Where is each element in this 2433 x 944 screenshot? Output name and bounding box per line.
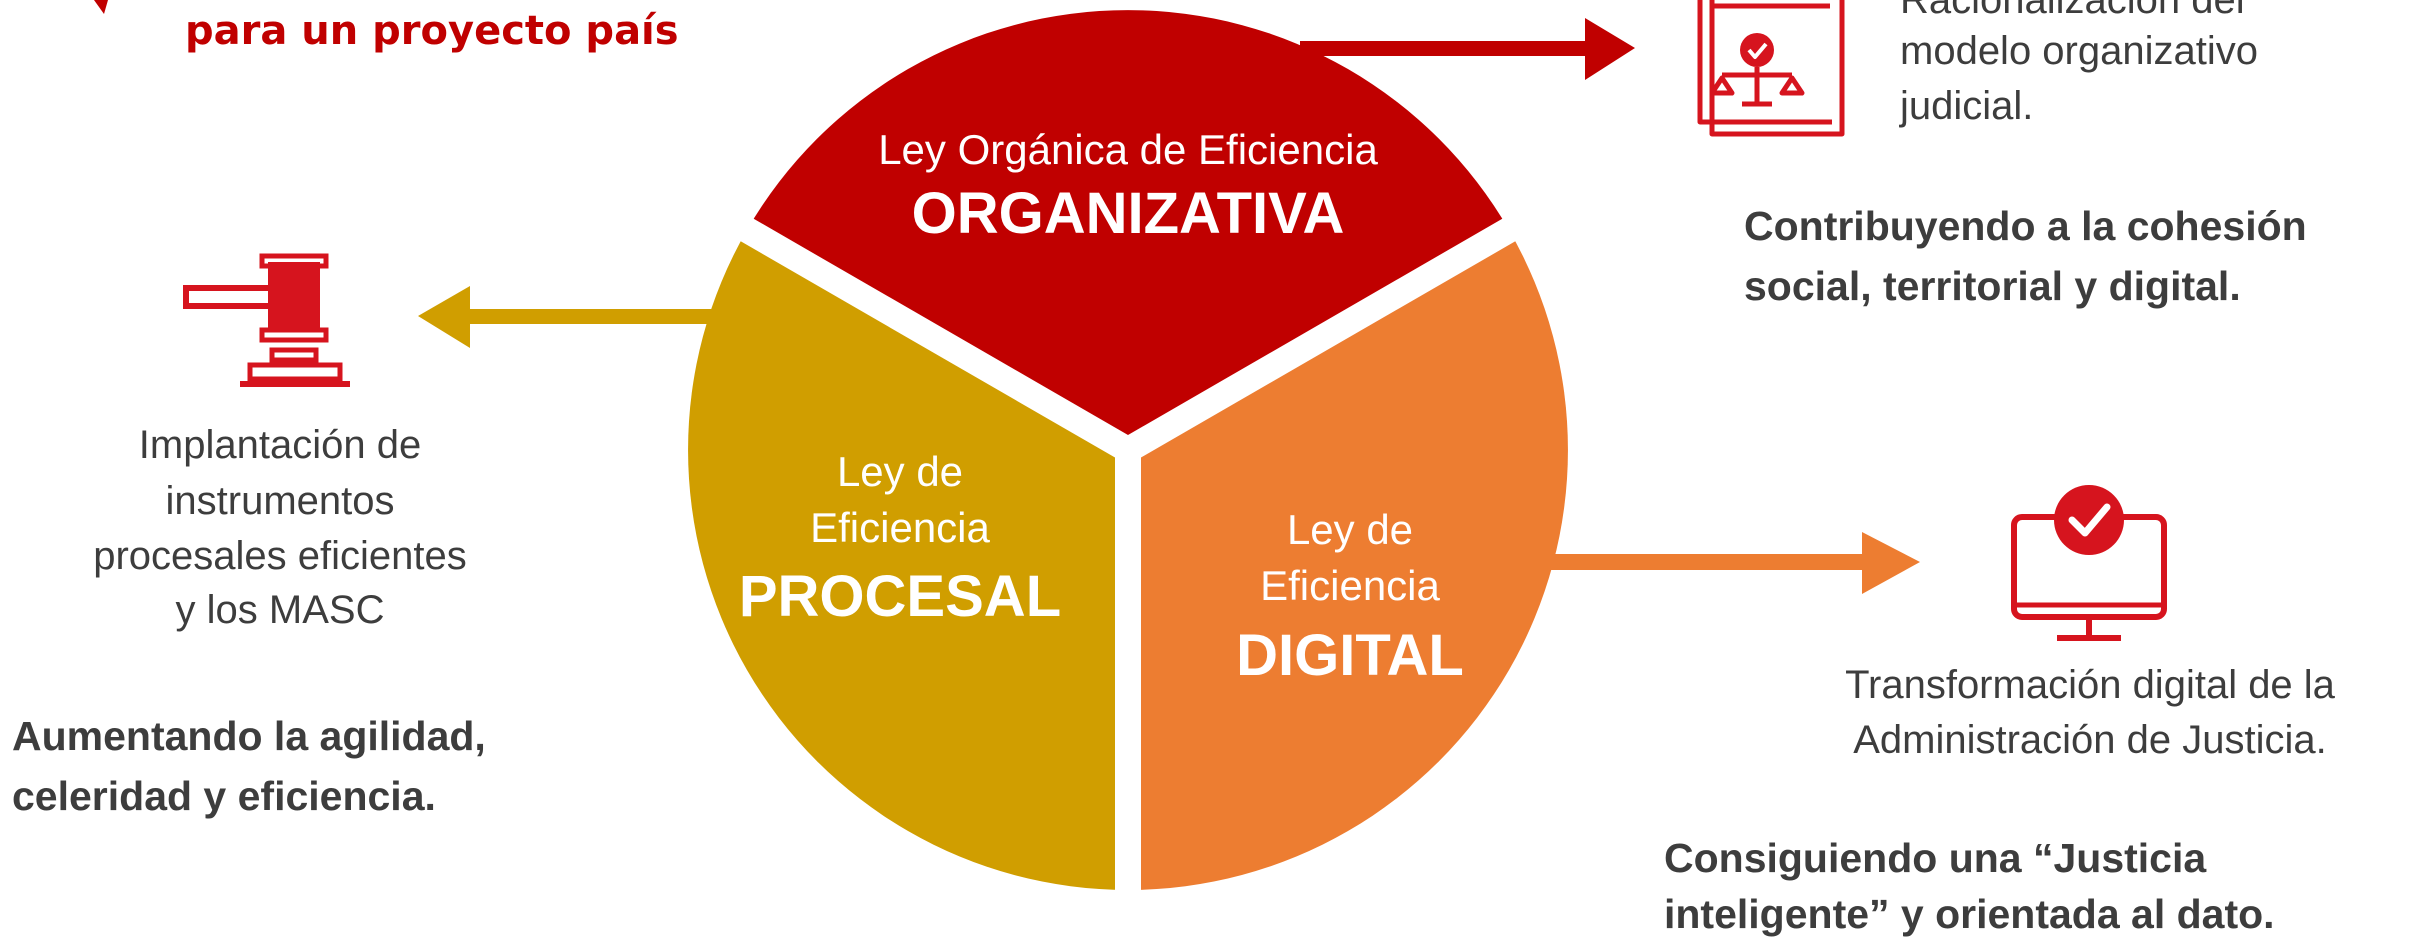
right-bottom-bold-line2: inteligente” y orientada al dato. bbox=[1664, 891, 2275, 937]
arrow-digital bbox=[1550, 532, 1920, 594]
monitor-check-icon bbox=[2011, 485, 2167, 641]
document-scales-icon bbox=[1697, 0, 1845, 137]
heading-subtitle: para un proyecto país bbox=[185, 8, 679, 54]
right-top-desc-line1: Racionalización del bbox=[1900, 0, 2245, 22]
right-top-bold-line2: social, territorial y digital. bbox=[1744, 263, 2241, 309]
left-desc-line3: procesales eficientes bbox=[93, 534, 467, 578]
right-top-desc-line2: modelo organizativo bbox=[1900, 29, 2258, 73]
procesal-label-line2: Eficiencia bbox=[810, 504, 990, 551]
right-top-bold-line1: Contribuyendo a la cohesión bbox=[1744, 203, 2307, 249]
left-desc-line4: y los MASC bbox=[175, 588, 385, 632]
arrow-organizativa bbox=[1300, 18, 1635, 80]
left-bold-line1: Aumentando la agilidad, bbox=[12, 713, 486, 759]
right-bottom-desc-line1: Transformación digital de la bbox=[1845, 663, 2335, 707]
segment-separators bbox=[709, 200, 1547, 939]
digital-title: DIGITAL bbox=[1236, 623, 1464, 688]
heading-partial-glyph bbox=[94, 0, 108, 14]
right-bottom-desc-line2: Administración de Justicia. bbox=[1853, 718, 2327, 762]
digital-label-line2: Eficiencia bbox=[1260, 562, 1440, 609]
right-top-desc-line3: judicial. bbox=[1900, 84, 2034, 128]
segment-organizativa bbox=[747, 10, 1509, 450]
left-desc-line1: Implantación de bbox=[138, 423, 422, 467]
organizativa-label: Ley Orgánica de Eficiencia bbox=[878, 126, 1378, 173]
arrow-procesal bbox=[418, 286, 725, 348]
organizativa-title: ORGANIZATIVA bbox=[911, 181, 1345, 246]
right-bottom-bold-line1: Consiguiendo una “Justicia bbox=[1664, 835, 2207, 881]
procesal-label-line1: Ley de bbox=[836, 448, 964, 495]
left-bold-line2: celeridad y eficiencia. bbox=[12, 773, 436, 819]
left-desc-line2: instrumentos bbox=[165, 479, 395, 523]
procesal-title: PROCESAL bbox=[738, 564, 1062, 629]
digital-label-line1: Ley de bbox=[1286, 506, 1414, 553]
gavel-icon bbox=[183, 253, 350, 387]
